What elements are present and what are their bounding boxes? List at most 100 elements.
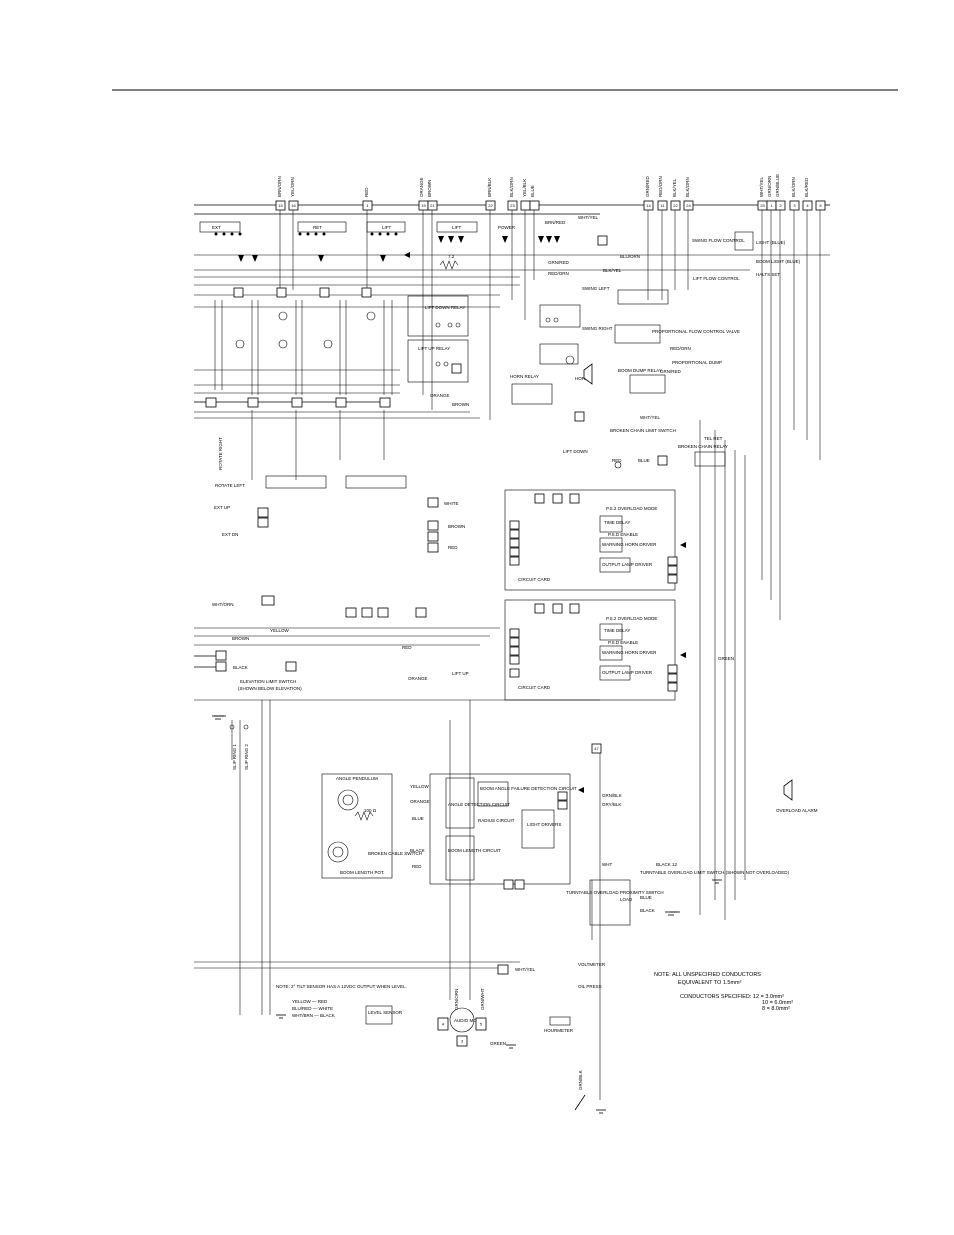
label-blue-2: BLUE [412,816,424,821]
label-swing-flow-control: SWING FLOW CONTROL [692,238,745,243]
svg-text:100 Ω: 100 Ω [364,808,377,813]
label-orange-wire: ORANGE [430,393,450,398]
lmi-section: ANGLE PENDULUM 100 Ω BROKEN CABLE SWITCH… [321,743,818,890]
label-red-5: RED [402,645,412,650]
svg-text:2: 2 [779,203,782,208]
label-warning-horn-2: WARNING HORN DRIVER [602,650,657,655]
label-time-delay-1: TIME DELAY [604,520,630,525]
ext-ret-block: EXT RET LIFT [199,221,410,408]
label-lift-down: LIFT DOWN [563,449,588,454]
wire-label-blk-red: BLK/RED [804,177,809,197]
svg-text:19: 19 [421,203,426,208]
label-overload-mode-1: P.S.2 OVERLOAD MODE [606,506,657,511]
label-grn-blk: GRN/BLK [602,793,622,798]
lift-block: LIFT 7.2 POWER [436,221,516,270]
label-num-5: 5 [480,1022,483,1027]
label-level-sensor: LEVEL SENSOR [368,1010,403,1015]
label-warning-horn-1: WARNING HORN DRIVER [602,542,657,547]
svg-text:23: 23 [510,203,515,208]
label-slip-ring-1: SLIP RING 1 [232,744,237,770]
label-boom-length-pot: BOOM LENGTH POT. [340,870,385,875]
circuit-card-upper: TIME DELAY WARNING HORN DRIVER OUTPUT LA… [504,489,686,591]
grounds [212,715,722,1114]
label-light-blue: LIGHT (BLUE) [756,240,786,245]
lift-relays: LIFT DOWN RELAY LIFT UP RELAY ORANGE BRO… [407,295,469,407]
label-voltmeter: VOLTMETER [578,962,606,967]
svg-text:4: 4 [806,203,809,208]
slip-rings: SLIP RING 1 SLIP RING 2 [214,715,249,770]
label-swing-right: SWING RIGHT [582,326,613,331]
svg-text:25: 25 [760,203,765,208]
svg-text:3: 3 [793,203,796,208]
label-psd-enable-2: P.S.D ENABLE [608,640,638,645]
swing-section: BRN/RED WHT/YEL BLU/ORN GRN/RED RED/ORN … [510,215,801,422]
label-blu-orn: BLU/ORN [620,254,640,259]
note-title: NOTE: ALL UNSPECIFIED CONDUCTORS [654,972,761,978]
label-elevation-ls: ELEVATION LIMIT SWITCH [240,679,296,684]
svg-text:7.2: 7.2 [448,254,455,259]
label-red-4: RED [448,545,458,550]
wire-label-brn-blk: BRN/BLK [487,178,492,197]
label-angle-pendulum: ANGLE PENDULUM [336,776,378,781]
label-swing-left: SWING LEFT [582,286,610,291]
vertical-feeders [214,210,821,1100]
note-equiv: EQUIVALENT TO 1.5mm² [678,980,742,986]
note-8: 8 = 8.0mm² [762,1006,790,1012]
svg-text:21: 21 [430,203,435,208]
label-wht-brn-black: WHT/BRN — BLACK [292,1013,335,1018]
label-note-tilt: NOTE: 2° TILT SENSOR HAS A 12VDC OUTPUT … [276,984,407,989]
label-angle-detection: ANGLE DETECTION CIRCUIT [448,802,510,807]
wire-label-blk-orn-2: BLK/ORN [685,177,690,197]
label-proportional-dump: PROPORTIONAL DUMP [672,360,722,365]
label-ret: RET [313,225,322,230]
wire-label-yel-orn: YEL/ORN [290,177,295,197]
label-blue-3: BLUE [638,458,650,463]
wire-label-brown: BROWN [427,180,432,197]
wire-label-blue: BLUE [530,185,535,197]
label-wht-yel-2: WHT/YEL [640,415,660,420]
label-red-3: RED [612,458,622,463]
label-power: POWER [498,225,516,230]
label-brown-3: BROWN [232,636,249,641]
label-ext-up: EXT UP [214,505,230,510]
label-brown-wire: BROWN [452,402,469,407]
circuit-card-lower: TIME DELAY WARNING HORN DRIVER OUTPUT LA… [504,599,686,701]
label-green-2: GREEN [490,1041,506,1046]
label-grn-blk-bottom: GRN/BLK [578,1070,583,1090]
svg-text:22: 22 [488,203,493,208]
label-turntable-overload: TURNTABLE OVERLOAD LIMIT SWITCH (SHOWN N… [640,870,790,875]
broken-chain-section: BROKEN CHAIN LIMIT SWITCH LIFT DOWN TEL … [563,428,728,469]
label-red-orn: RED/ORN [548,271,569,276]
top-wire-labels: BRN/ORN YEL/ORN RED ORANGE BROWN BRN/BLK… [277,174,809,197]
label-audio-motor: AUDIO MOTOR [454,1018,487,1023]
label-output-lamp-2: OUTPUT LAMP DRIVER [602,670,653,675]
label-time-delay-2: TIME DELAY [604,628,630,633]
label-tel: LIFT [382,225,392,230]
label-brn-red: BRN/RED [545,220,566,225]
svg-text:24: 24 [686,203,691,208]
label-circuit-card-2: CIRCUIT CARD [518,685,551,690]
wire-label-red-orn: RED/ORN [658,176,663,197]
label-wht-yel: WHT/YEL [578,215,598,220]
label-lift-up: LIFT UP [452,671,469,676]
wire-label-grn-red: GRN/RED [645,175,650,197]
wire-label-red: RED [364,187,369,197]
label-wht: WHT [602,862,612,867]
label-overload-alarm: OVERLOAD ALARM [776,808,818,813]
horizontal-buses [194,204,830,969]
label-green: GREEN [718,656,734,661]
label-grn-orn: GRN/ORN [454,989,459,1010]
label-turntable-prox: TURNTABLE OVERLOAD PROXIMITY SWITCH [566,890,664,895]
label-black-12: BLACK 12 [656,862,678,867]
label-horn: HORN [575,376,588,381]
label-yellow-2: YELLOW [410,784,430,789]
label-oil-press: OIL PRESS [578,984,602,989]
rotate-ext-section: ROTATE RIGHT ROTATE LEFT EXT UP EXT DN W… [212,437,465,618]
label-grn-red-2: GRN/RED [660,369,682,374]
wire-label-blk-yel: BLK/YEL [672,178,677,197]
conductor-note: NOTE: ALL UNSPECIFIED CONDUCTORS EQUIVAL… [654,972,793,1012]
label-output-lamp-1: OUTPUT LAMP DRIVER [602,562,653,567]
svg-text:5: 5 [819,203,822,208]
